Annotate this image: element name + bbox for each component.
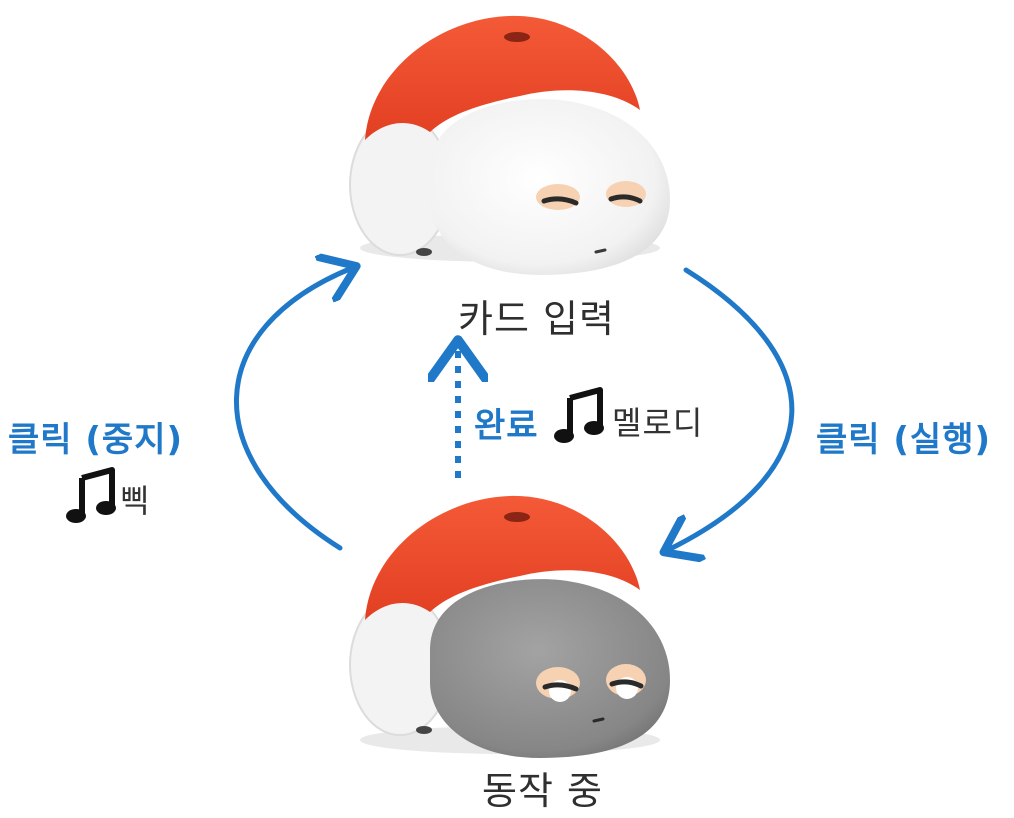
state-label-running: 동작 중 [482, 769, 603, 813]
state-label-card-input: 카드 입력 [458, 297, 615, 341]
music-note-icon [554, 387, 604, 443]
arrow-right-run [668, 267, 795, 550]
sound-label-melody: 멜로디 [612, 404, 704, 442]
transition-label-stop: 클릭 (중지) [8, 420, 184, 460]
robot-running-icon [349, 495, 670, 758]
music-note-icon [66, 467, 116, 523]
arrow-left-stop [234, 268, 352, 551]
transition-label-complete: 완료 [474, 406, 539, 446]
transition-label-run: 클릭 (실행) [816, 420, 992, 460]
sound-label-beep: 삑 [120, 482, 151, 520]
robot-idle-icon [349, 15, 670, 275]
